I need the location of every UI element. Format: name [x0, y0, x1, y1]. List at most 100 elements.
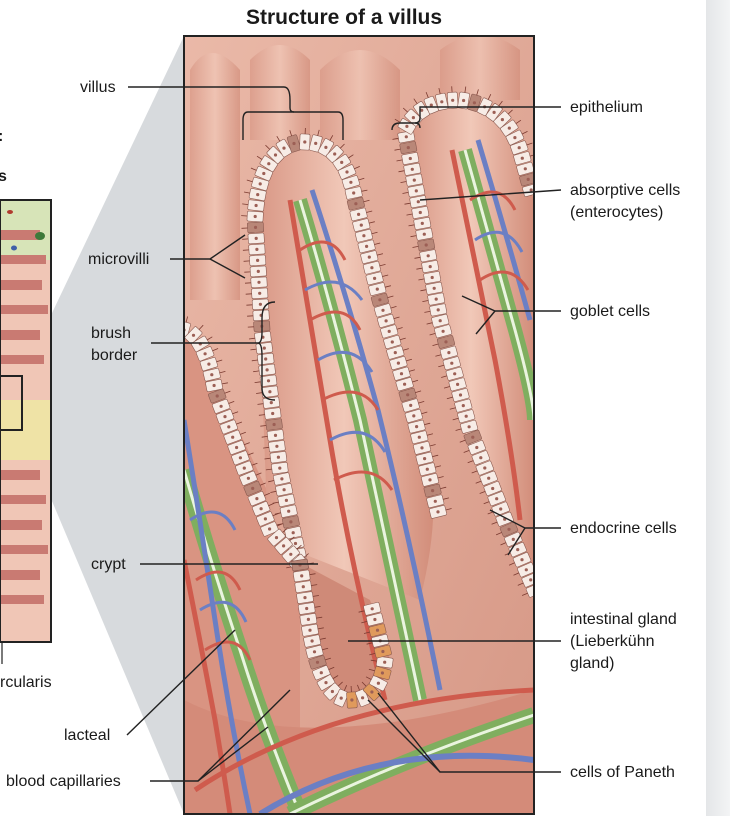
microvillus	[404, 202, 411, 205]
microvillus	[289, 130, 292, 137]
microvillus	[443, 497, 449, 500]
cell-nucleus	[235, 445, 239, 450]
cell-nucleus	[376, 681, 380, 685]
cell-nucleus	[207, 362, 211, 366]
cell-nucleus	[507, 126, 511, 130]
cell-nucleus	[282, 544, 286, 548]
cell-nucleus	[287, 509, 291, 513]
cell-nucleus	[310, 639, 314, 643]
cell-nucleus	[415, 425, 419, 429]
microvillus	[261, 436, 268, 438]
cell-nucleus	[381, 308, 385, 312]
microvillus	[399, 337, 406, 341]
microvillus	[264, 457, 271, 460]
microvillus	[185, 316, 188, 323]
cell-nucleus	[375, 287, 379, 291]
cell-nucleus	[499, 507, 503, 511]
microvillus	[376, 253, 383, 256]
microvillus	[317, 627, 324, 630]
microvillus	[440, 486, 447, 489]
microvillus	[415, 390, 422, 393]
microvillus	[515, 119, 522, 124]
cell-nucleus	[212, 383, 216, 388]
cell-nucleus	[293, 541, 298, 546]
microvillus	[246, 179, 253, 183]
cell-nucleus	[370, 607, 374, 611]
cell-nucleus	[227, 425, 231, 429]
microvillus	[521, 592, 528, 596]
cell-nucleus	[263, 517, 267, 521]
villus-panel	[184, 36, 534, 814]
microvillus	[392, 137, 399, 140]
microvillus	[387, 295, 394, 298]
cell-nucleus	[495, 497, 499, 501]
microvillus	[206, 336, 213, 341]
label-endocrine-cells: endocrine cells	[570, 520, 677, 537]
microvillus	[394, 148, 401, 151]
microvillus	[256, 155, 263, 160]
microvillus	[264, 492, 270, 496]
microvillus	[437, 476, 444, 479]
cell-nucleus	[223, 415, 227, 419]
cell-nucleus	[262, 346, 266, 350]
microvillus	[529, 154, 534, 157]
microvillus	[500, 542, 507, 546]
microvillus	[390, 306, 397, 309]
microvillus	[255, 472, 262, 476]
cell-nucleus	[461, 404, 465, 408]
cell-nucleus	[305, 606, 309, 611]
cell-nucleus	[215, 394, 219, 398]
label-epithelium: epithelium	[570, 99, 643, 116]
cell-nucleus	[453, 372, 457, 376]
microvillus	[363, 631, 370, 634]
microvillus	[406, 213, 413, 216]
cell-nucleus	[378, 298, 382, 302]
cell-nucleus	[255, 247, 259, 251]
cropped-label-fragment-1: :	[0, 128, 3, 146]
microvillus	[412, 246, 419, 248]
microvillus	[422, 300, 429, 302]
cell-nucleus	[273, 153, 278, 157]
microvillus	[455, 428, 462, 431]
cell-nucleus	[428, 478, 432, 482]
cell-nucleus	[303, 596, 307, 600]
cell-nucleus	[254, 203, 258, 208]
cropped-label-fragment-2: s	[0, 168, 7, 185]
microvillus	[382, 274, 389, 277]
microvillus	[329, 135, 334, 141]
microvillus	[467, 460, 474, 464]
microvillus	[508, 562, 515, 566]
microvillus	[495, 532, 502, 536]
microvillus	[328, 666, 335, 670]
microvillus	[409, 369, 416, 372]
microvillus	[410, 235, 417, 238]
cell-nucleus	[414, 189, 418, 193]
page-edge-shadow	[706, 0, 730, 816]
microvillus	[303, 553, 309, 558]
cell-nucleus	[507, 527, 511, 531]
cell-nucleus	[268, 390, 272, 394]
microvillus	[361, 621, 368, 624]
microvillus	[309, 573, 316, 576]
cell-nucleus	[429, 103, 433, 107]
label-cells-of-paneth: cells of Paneth	[570, 764, 675, 781]
cell-nucleus	[487, 476, 491, 480]
microvillus	[265, 144, 271, 150]
microvillus	[384, 285, 391, 288]
cell-nucleus	[367, 255, 371, 259]
cell-nucleus	[471, 435, 475, 439]
microvillus	[338, 681, 343, 687]
cell-nucleus	[375, 628, 380, 632]
cell-nucleus	[251, 486, 255, 490]
cell-nucleus	[266, 379, 271, 383]
cell-nucleus	[424, 243, 428, 247]
cell-nucleus	[359, 223, 363, 227]
cell-nucleus	[273, 433, 278, 437]
cell-nucleus	[412, 414, 416, 418]
microvillus	[471, 470, 478, 474]
cell-nucleus	[406, 146, 410, 150]
microvillus	[368, 221, 375, 224]
microvillus	[325, 657, 332, 661]
microvillus	[426, 322, 433, 325]
cell-nucleus	[447, 351, 451, 355]
